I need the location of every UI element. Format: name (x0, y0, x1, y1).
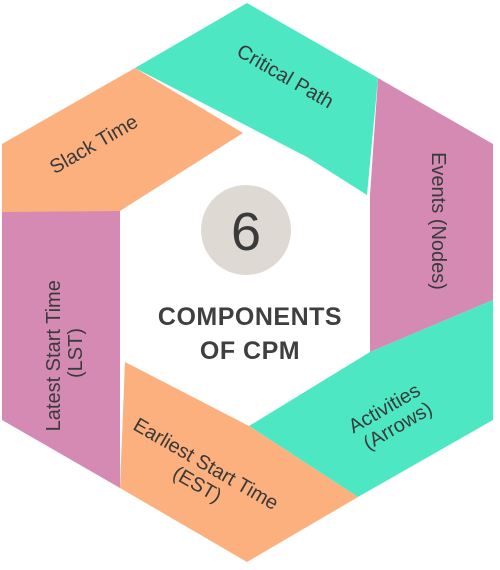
segment-slack-time (2, 68, 243, 212)
center-number: 6 (231, 202, 261, 262)
center-title-line2: OF CPM (200, 337, 300, 365)
segment-activities-arrows (249, 300, 493, 497)
segment-events-nodes (370, 78, 493, 352)
center-number-circle (201, 185, 291, 275)
label-latest-start-time: Latest Start Time (LST) (43, 275, 87, 432)
segment-latest-start-time (2, 180, 120, 488)
segment-earliest-start-time (120, 362, 358, 562)
label-events-nodes: Events (Nodes) (427, 152, 449, 290)
segment-critical-path (135, 3, 378, 195)
center-title-line1: COMPONENTS (158, 303, 342, 331)
